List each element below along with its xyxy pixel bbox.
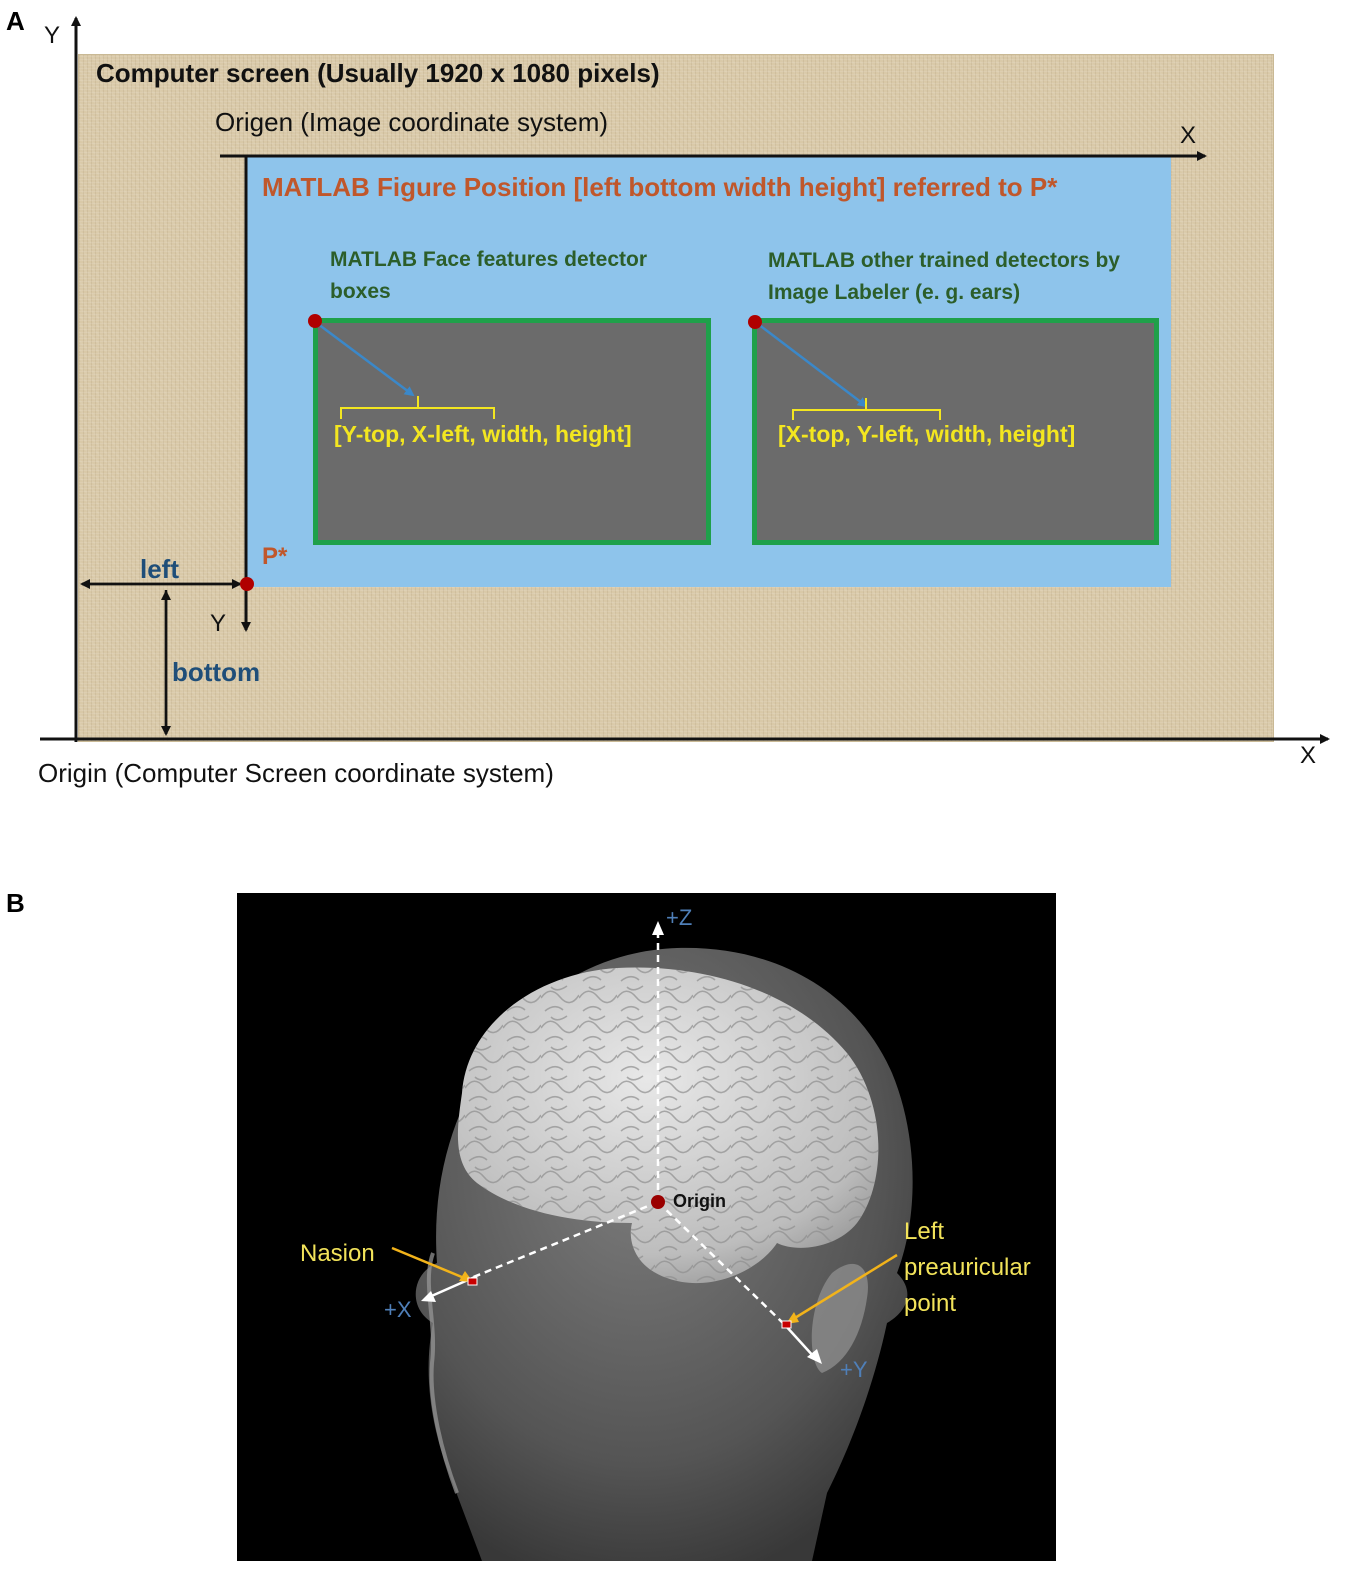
face-detector-box [313,318,711,545]
lpa-label-line-3: point [904,1290,957,1317]
bottom-label: bottom [172,657,261,687]
x-axis-line [470,1200,659,1280]
origin-point [651,1195,665,1209]
image-y-axis-label: Y [210,610,227,637]
x-axis-label: +X [384,1297,412,1322]
p-star-label: P* [262,543,288,570]
other-box-pointer-arrow [757,323,868,408]
image-origin-label: Origen (Image coordinate system) [215,107,609,137]
screen-title: Computer screen (Usually 1920 x 1080 pix… [96,58,660,88]
face-box-format: [Y-top, X-left, width, height] [334,421,632,447]
lpa-pointer [789,1253,898,1323]
panel-letter-a: A [6,6,25,36]
nasion-label: Nasion [300,1240,375,1267]
other-box-brace [792,398,941,420]
lpa-label: Left preauricular point [904,1214,1064,1322]
head-brain-illustration [391,921,913,1561]
left-label: left [140,554,179,584]
p-star-point [240,577,254,591]
other-box-corner-point [748,315,762,329]
y-axis-line [657,1201,786,1326]
y-axis-tip [784,1324,816,1359]
nasion-point [467,1277,478,1286]
lpa-label-line-2: preauricular [904,1254,1031,1281]
panel-a-axes [40,16,1330,744]
face-box-pointer-arrow [317,322,415,397]
face-box-corner-point [308,314,322,328]
panel-letter-b: B [6,888,25,918]
other-box-format: [X-top, Y-left, width, height] [778,421,1076,447]
screen-y-axis-label: Y [44,22,61,49]
head-model-frame [237,893,1056,1561]
image-x-axis-label: X [1180,122,1197,149]
ear [811,1263,868,1373]
lpa-label-line-1: Left [904,1218,945,1245]
lpa-point [781,1320,792,1329]
origin-label: Origin [673,1191,726,1211]
z-axis-label: +Z [666,905,693,930]
screen-x-axis-label: X [1300,742,1317,769]
face-box-brace [340,396,495,419]
other-detector-label: MATLAB other trained detectors by Image … [768,249,1120,304]
nasion-pointer [391,1246,470,1282]
screen-origin-label: Origin (Computer Screen coordinate syste… [38,758,554,788]
face-detector-label: MATLAB Face features detector boxes [330,248,648,303]
other-detector-box [752,318,1159,545]
figure-position-label: MATLAB Figure Position [left bottom widt… [262,172,1058,202]
panel-a: A Compu [6,6,1330,788]
y-axis-label: +Y [840,1357,868,1382]
face-profile [426,1252,459,1494]
